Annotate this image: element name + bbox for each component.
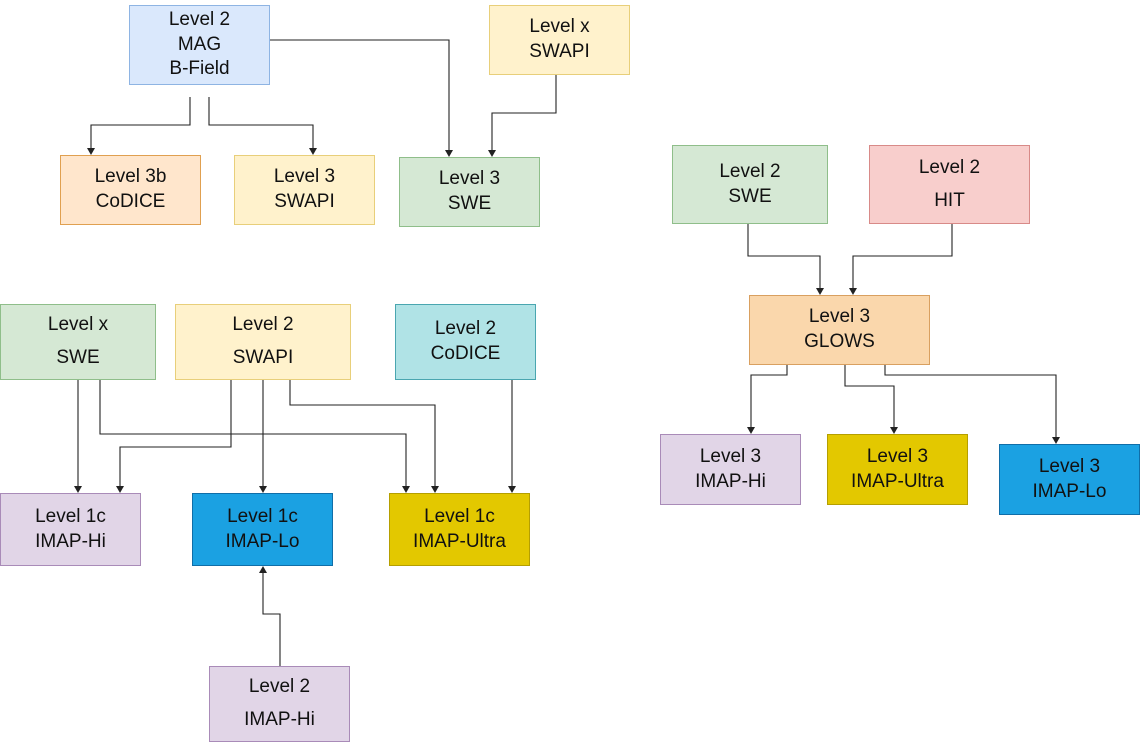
node-level-label: Level 3 [438,168,501,190]
node-swe-levelx: Level x SWE [0,304,156,380]
node-level-label: Level x [529,16,590,38]
node-imap-ultra-level1c: Level 1c IMAP-Ultra [389,493,530,566]
node-instrument-label: IMAP-Lo [1032,480,1107,502]
node-instrument-label: SWAPI [274,191,335,212]
node-instrument-label: MAG [177,33,222,55]
node-swe-level2: Level 2 SWE [672,145,828,224]
node-instrument-label: SWAPI [232,347,294,368]
node-hit-level2: Level 2 HIT [869,145,1030,224]
node-imap-lo-level1c: Level 1c IMAP-Lo [192,493,333,566]
edge-hit-to-glows [852,224,953,288]
node-instrument-label: SWE [728,185,772,207]
node-level-label: Level 1c [35,505,106,527]
node-level-label: Level 1c [424,505,495,527]
node-instrument-label: IMAP-Hi [35,530,106,552]
node-instrument-label: IMAP-Ultra [851,470,944,492]
node-level-label: Level 2 [168,8,231,30]
edge-swapi-x-to-swe-3 [491,75,557,150]
node-instrument-label: GLOWS [804,331,875,352]
node-level-label: Level 2 [232,314,294,336]
node-instrument-label: IMAP-Lo [225,530,300,552]
node-level-label: Level 3 [866,445,929,467]
edge-glows-to-imap-ultra-3 [844,365,895,427]
node-swapi-level3: Level 3 SWAPI [234,155,375,225]
edge-mag-to-codice-3b [90,97,191,148]
node-level-label: Level 3 [699,445,762,467]
node-instrument-label: HIT [934,189,965,211]
node-swapi-levelx: Level x SWAPI [489,5,630,75]
node-product-label: B-Field [169,58,230,80]
node-level-label: Level x [47,314,109,336]
node-imap-hi-level3: Level 3 IMAP-Hi [660,434,801,505]
node-imap-hi-level2: Level 2 IMAP-Hi [209,666,350,742]
edge-mag-to-swapi-3 [208,97,314,148]
node-instrument-label: SWE [56,347,100,368]
node-instrument-label: CoDICE [430,343,501,364]
node-level-label: Level 3b [94,166,167,188]
edge-swapi2-to-imap-ultra-1c [289,380,436,486]
node-level-label: Level 2 [248,676,311,698]
node-level-label: Level 3 [273,166,336,188]
node-instrument-label: IMAP-Ultra [413,530,506,552]
node-level-label: Level 2 [918,156,981,178]
edge-glows-to-imap-hi-3 [750,365,788,427]
edge-mag-to-swe-3 [270,39,450,150]
edge-swe2-to-glows [747,224,821,288]
edge-swapi2-to-imap-hi-1c [119,380,232,486]
edge-glows-to-imap-lo-3 [884,365,1057,437]
node-codice-level3b: Level 3b CoDICE [60,155,201,225]
edge-swe-x-to-imap-ultra-1c [99,380,407,486]
node-imap-lo-level3: Level 3 IMAP-Lo [999,444,1140,515]
node-swe-level3: Level 3 SWE [399,157,540,227]
node-mag-level2: Level 2 MAG B-Field [129,5,270,85]
node-level-label: Level 2 [434,318,497,340]
node-instrument-label: SWAPI [529,41,590,62]
node-glows-level3: Level 3 GLOWS [749,295,930,365]
node-imap-hi-level1c: Level 1c IMAP-Hi [0,493,141,566]
node-instrument-label: IMAP-Hi [695,470,766,492]
node-imap-ultra-level3: Level 3 IMAP-Ultra [827,434,968,505]
node-instrument-label: SWE [447,193,492,214]
node-codice-level2: Level 2 CoDICE [395,304,536,380]
node-instrument-label: IMAP-Hi [244,709,315,730]
edge-imap-hi-2-to-imap-lo-1c [262,573,281,666]
node-level-label: Level 3 [1038,455,1101,477]
node-instrument-label: CoDICE [95,191,166,212]
node-level-label: Level 1c [227,505,298,527]
node-level-label: Level 3 [808,306,871,328]
node-level-label: Level 2 [719,160,781,182]
node-swapi-level2: Level 2 SWAPI [175,304,351,380]
